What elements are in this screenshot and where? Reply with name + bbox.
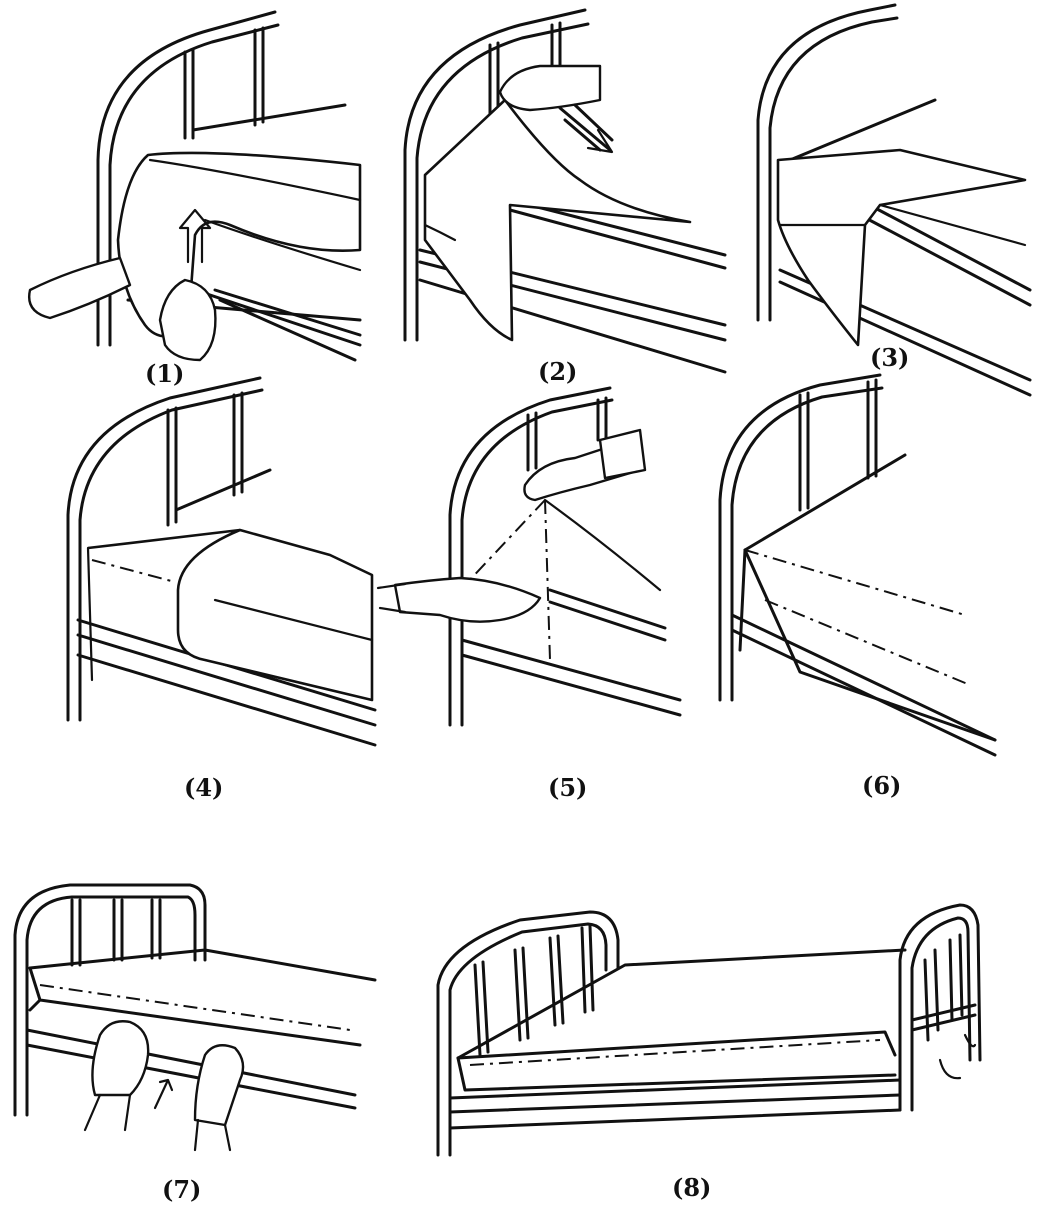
- step-label-7: (7): [162, 1175, 201, 1204]
- panel-4: (4): [66, 376, 377, 802]
- headboard: [718, 373, 907, 702]
- step-label-3: (3): [870, 343, 909, 372]
- headboard: [436, 910, 620, 1157]
- step-label-5: (5): [548, 773, 587, 802]
- footboard: [898, 903, 982, 1112]
- mattress-and-sheet: [776, 148, 1032, 397]
- headboard: [448, 386, 614, 727]
- panel-5: (5): [376, 386, 682, 802]
- step-label-8: (8): [672, 1173, 711, 1202]
- panel-8: (8): [436, 903, 982, 1202]
- mattress-and-sheet: [25, 948, 377, 1110]
- panel-1: (1): [28, 10, 362, 388]
- hands: [376, 428, 647, 623]
- headboard: [13, 883, 207, 1117]
- panel-7: (7): [13, 883, 377, 1204]
- hands: [28, 208, 217, 362]
- hand-and-arrow: [498, 64, 614, 154]
- panel-6: (6): [718, 373, 997, 800]
- step-label-1: (1): [145, 359, 184, 388]
- step-label-4: (4): [184, 773, 223, 802]
- mattress-and-sheet: [116, 151, 362, 362]
- headboard: [96, 10, 347, 347]
- step-label-6: (6): [862, 771, 901, 800]
- panel-3: (3): [756, 3, 1032, 397]
- mattress-and-sheet: [730, 548, 997, 757]
- mattress-and-sheet: [418, 98, 727, 374]
- headboard: [66, 376, 272, 722]
- mattress-and-sheet: [448, 948, 907, 1130]
- step-label-2: (2): [538, 357, 577, 386]
- hands: [83, 1020, 245, 1152]
- headboard: [756, 3, 937, 322]
- mattress-and-sheet: [460, 498, 682, 717]
- mattress-and-sheet: [76, 528, 377, 747]
- panel-2: (2): [403, 8, 727, 386]
